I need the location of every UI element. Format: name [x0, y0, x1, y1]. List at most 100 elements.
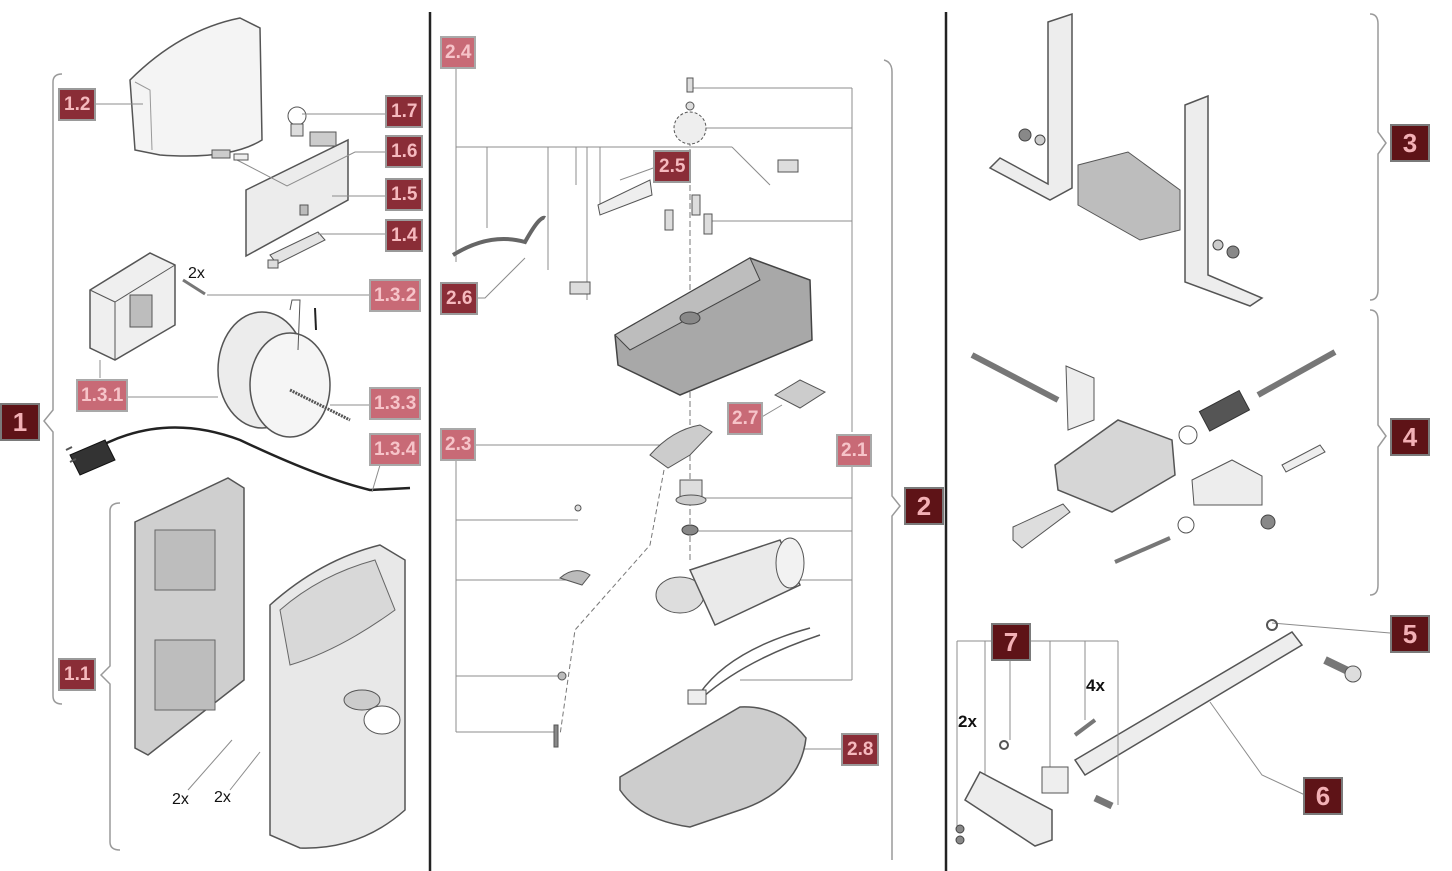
part-2-7-sensor-board — [773, 379, 827, 409]
leader-5 — [1271, 622, 1391, 634]
part-label-1-3-2[interactable]: 1.3.2 — [369, 279, 422, 312]
part-label-2-7[interactable]: 2.7 — [727, 402, 764, 435]
part-label-1-6[interactable]: 1.6 — [385, 135, 424, 168]
group-label-7[interactable]: 7 — [991, 623, 1031, 661]
part-7-small-screw-a — [955, 824, 965, 834]
part-5-circlip — [1266, 619, 1278, 631]
part-1-3-2-screw — [182, 278, 206, 296]
part-sprocket — [673, 77, 707, 145]
part-3-clamp — [1018, 128, 1240, 259]
part-1-4-terminal-block — [267, 231, 326, 269]
part-1-7-bulb — [287, 106, 307, 137]
part-label-1-2[interactable]: 1.2 — [58, 88, 97, 121]
quantity-small-screw: 2x — [214, 789, 231, 806]
part-bolt-a — [664, 209, 674, 231]
group-label-2[interactable]: 2 — [904, 487, 944, 525]
part-label-1-3-4[interactable]: 1.3.4 — [369, 433, 422, 466]
leader-1-1-qty-a — [187, 739, 233, 791]
group-4-bracket — [1369, 309, 1387, 596]
part-label-2-6[interactable]: 2.6 — [440, 282, 479, 315]
part-2-5-bracket — [597, 179, 653, 216]
part-connector — [687, 689, 707, 705]
group-label-1[interactable]: 1 — [0, 403, 40, 441]
part-label-2-8[interactable]: 2.8 — [841, 733, 880, 766]
part-4-washer-b — [1177, 516, 1195, 534]
leader-2-3 — [455, 444, 660, 733]
part-4-connector-plug — [1012, 503, 1071, 549]
part-4-screw — [1114, 536, 1171, 564]
leader-2-1 — [692, 87, 853, 681]
part-2-3-carriage-lever — [649, 424, 713, 469]
assembly-axis-2-3 — [559, 469, 665, 736]
part-1-3-1-transformer — [89, 252, 176, 361]
part-7-screw — [1073, 718, 1097, 737]
part-2-1-chassis — [614, 257, 813, 396]
part-1-1-front-cover — [269, 544, 406, 849]
group-label-6[interactable]: 6 — [1303, 777, 1343, 815]
quantity-clip: 2x — [172, 791, 189, 808]
group-label-3[interactable]: 3 — [1390, 124, 1430, 162]
part-label-1-7[interactable]: 1.7 — [385, 95, 424, 128]
group-label-4[interactable]: 4 — [1390, 418, 1430, 456]
part-1-6-fuse — [233, 153, 249, 161]
part-2-4-strap — [451, 215, 547, 257]
part-4-washer — [1178, 425, 1198, 445]
quantity-transformer-screw: 2x — [188, 265, 205, 282]
part-label-2-4[interactable]: 2.4 — [440, 36, 477, 69]
group-1-1-bracket — [99, 502, 121, 851]
part-motor-wires — [699, 627, 821, 698]
part-label-2-3[interactable]: 2.3 — [440, 428, 477, 461]
part-label-1-5[interactable]: 1.5 — [385, 178, 424, 211]
part-7-mounting-angle — [964, 770, 1053, 847]
part-4-housing — [1054, 419, 1176, 513]
part-label-1-3-3[interactable]: 1.3.3 — [369, 387, 422, 420]
part-7-pin — [1093, 794, 1114, 810]
part-coupling — [675, 479, 707, 536]
part-4-angle-plate — [1065, 365, 1095, 431]
part-4-angle-bracket — [1191, 459, 1263, 506]
group-2-bracket — [883, 59, 901, 860]
part-1-5-circuit-board — [245, 131, 349, 258]
part-4-wall-plug — [1281, 444, 1326, 473]
part-1-3-4-power-cable — [89, 426, 411, 492]
part-grip-washer — [557, 671, 567, 681]
part-1-3-3-capacitor — [217, 299, 331, 438]
part-label-1-1[interactable]: 1.1 — [58, 658, 97, 691]
leader-1-3-4 — [371, 464, 381, 493]
part-bolt-b — [691, 194, 701, 216]
group-1-bracket — [43, 73, 63, 705]
part-label-1-3-1[interactable]: 1.3.1 — [76, 379, 129, 412]
quantity-7-left: 2x — [958, 712, 977, 731]
part-grip-pin — [553, 724, 559, 748]
part-4-long-bolt — [970, 352, 1060, 403]
part-7-small-screw-b — [955, 835, 965, 845]
quantity-7-screws: 4x — [1086, 676, 1105, 695]
part-1-3-3-screw — [289, 388, 351, 422]
group-label-5[interactable]: 5 — [1390, 615, 1430, 653]
part-7-clevis — [1041, 766, 1069, 794]
part-1-1-base-plate — [134, 477, 245, 756]
leader-2-4 — [455, 67, 771, 300]
part-1-2-cover — [129, 17, 263, 159]
part-label-2-1[interactable]: 2.1 — [836, 434, 873, 467]
leader-2-7 — [759, 404, 783, 419]
part-7-circlip — [999, 740, 1009, 750]
part-4-spring — [1198, 389, 1251, 432]
leader-1-1-qty-b — [229, 751, 261, 791]
part-label-2-5[interactable]: 2.5 — [653, 150, 692, 183]
plug-icon — [65, 439, 116, 476]
part-4-threaded-rod — [1256, 349, 1337, 398]
part-bolt-c — [703, 213, 713, 235]
group-3-bracket — [1369, 13, 1387, 301]
part-3-wall-bracket-right — [1184, 94, 1264, 307]
part-microswitch-left — [569, 281, 591, 295]
leader-1-6 — [236, 151, 386, 187]
leader-2-5 — [619, 166, 657, 181]
part-grip-cap — [558, 570, 591, 586]
part-2-8-cover-tray — [619, 706, 807, 828]
part-label-1-4[interactable]: 1.4 — [385, 219, 424, 252]
leader-6 — [1209, 701, 1306, 796]
leader-2-6 — [472, 257, 526, 299]
